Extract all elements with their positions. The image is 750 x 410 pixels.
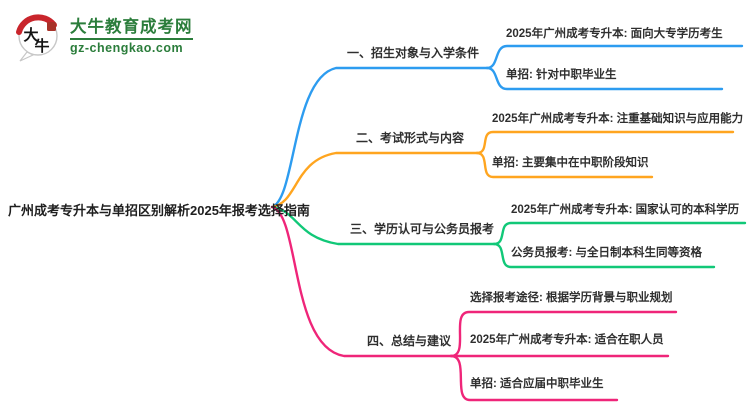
- root-topic: 广州成考专升本与单招区别解析2025年报考选择指南: [8, 203, 310, 218]
- branch-label-2: 二、考试形式与内容: [356, 131, 465, 145]
- daniu-bubble-icon: 大 牛: [16, 14, 58, 62]
- branch-3-connector: [270, 205, 747, 269]
- leaf-node: 选择报考途径: 根据学历背景与职业规划: [470, 292, 673, 304]
- svg-text:大: 大: [23, 26, 38, 44]
- branch-label-4: 四、总结与建议: [367, 334, 452, 348]
- branch-label-3: 三、学历认可与公务员报考: [350, 222, 495, 236]
- site-name: 大牛教育成考网: [70, 18, 193, 37]
- site-url: gz-chengkao.com: [70, 41, 184, 56]
- leaf-node: 单招: 适合应届中职毕业生: [470, 378, 604, 390]
- site-logo[interactable]: 大 牛 大牛教育成考网 gz-chengkao.com: [13, 11, 193, 63]
- branch-4-connector: [270, 205, 678, 402]
- branch-1-connector: [270, 44, 744, 209]
- leaf-node: 2025年广州成考专升本: 适合在职人员: [470, 334, 664, 346]
- leaf-node: 2025年广州成考专升本: 面向大专学历考生: [506, 28, 723, 40]
- leaf-node: 公务员报考: 与全日制本科生同等资格: [511, 247, 703, 259]
- logo-text-block: 大牛教育成考网 gz-chengkao.com: [70, 18, 193, 56]
- leaf-node: 单招: 针对中职毕业生: [506, 69, 617, 81]
- leaf-node: 2025年广州成考专升本: 注重基础知识与应用能力: [492, 113, 744, 125]
- svg-text:牛: 牛: [34, 37, 49, 55]
- leaf-node: 单招: 主要集中在中职阶段知识: [492, 157, 649, 169]
- leaf-node: 2025年广州成考专升本: 国家认可的本科学历: [511, 204, 740, 216]
- logo-divider: [70, 38, 193, 41]
- branch-2-connector: [270, 130, 735, 209]
- branch-label-1: 一、招生对象与入学条件: [347, 46, 480, 60]
